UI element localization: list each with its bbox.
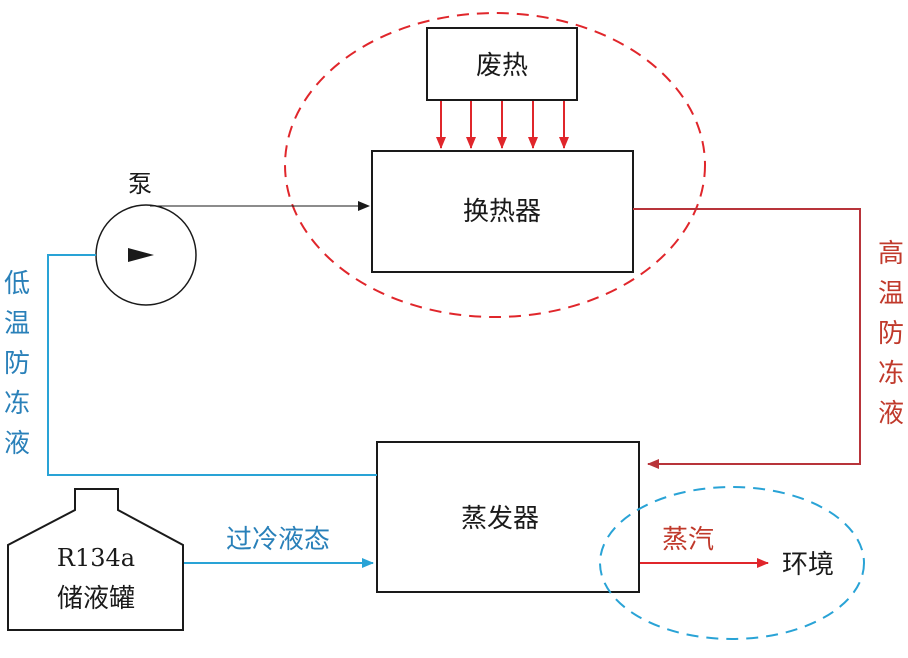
high-temp-antifreeze-label: 高 温 防 冻 液 [878, 239, 904, 429]
high-temp-line [633, 208, 861, 469]
low-temp-char: 防 [4, 349, 30, 379]
low-temp-char: 低 [4, 269, 30, 299]
high-temp-char: 防 [878, 319, 904, 349]
tank-label-line1: R134a [57, 544, 135, 572]
heat-source-boundary [284, 12, 706, 318]
low-temp-antifreeze-label: 低 温 防 冻 液 [4, 269, 30, 459]
heat-exchanger-label: 换热器 [463, 197, 541, 227]
vapor-label: 蒸汽 [662, 525, 714, 555]
environment-label: 环境 [782, 550, 834, 580]
tank-outline [7, 488, 184, 631]
pump-direction-arrow [128, 248, 154, 262]
environment-boundary [599, 486, 865, 640]
low-temp-char: 冻 [4, 389, 30, 419]
heat-flow-arrows [436, 101, 569, 149]
high-temp-char: 冻 [878, 359, 904, 389]
evaporator-label: 蒸发器 [461, 504, 539, 534]
high-temp-char: 温 [878, 279, 904, 309]
low-temp-char: 温 [4, 309, 30, 339]
pump-label: 泵 [128, 170, 152, 198]
waste-heat-label: 废热 [476, 51, 528, 81]
low-temp-line [47, 254, 377, 476]
subcooled-label: 过冷液态 [226, 525, 330, 555]
high-temp-char: 高 [878, 239, 904, 269]
tank-label-line2: 储液罐 [57, 584, 135, 614]
waste-heat-box [426, 27, 578, 101]
low-temp-char: 液 [4, 429, 30, 459]
heat-exchanger-box [371, 150, 634, 273]
evaporator-box [376, 441, 640, 593]
high-temp-char: 液 [878, 399, 904, 429]
